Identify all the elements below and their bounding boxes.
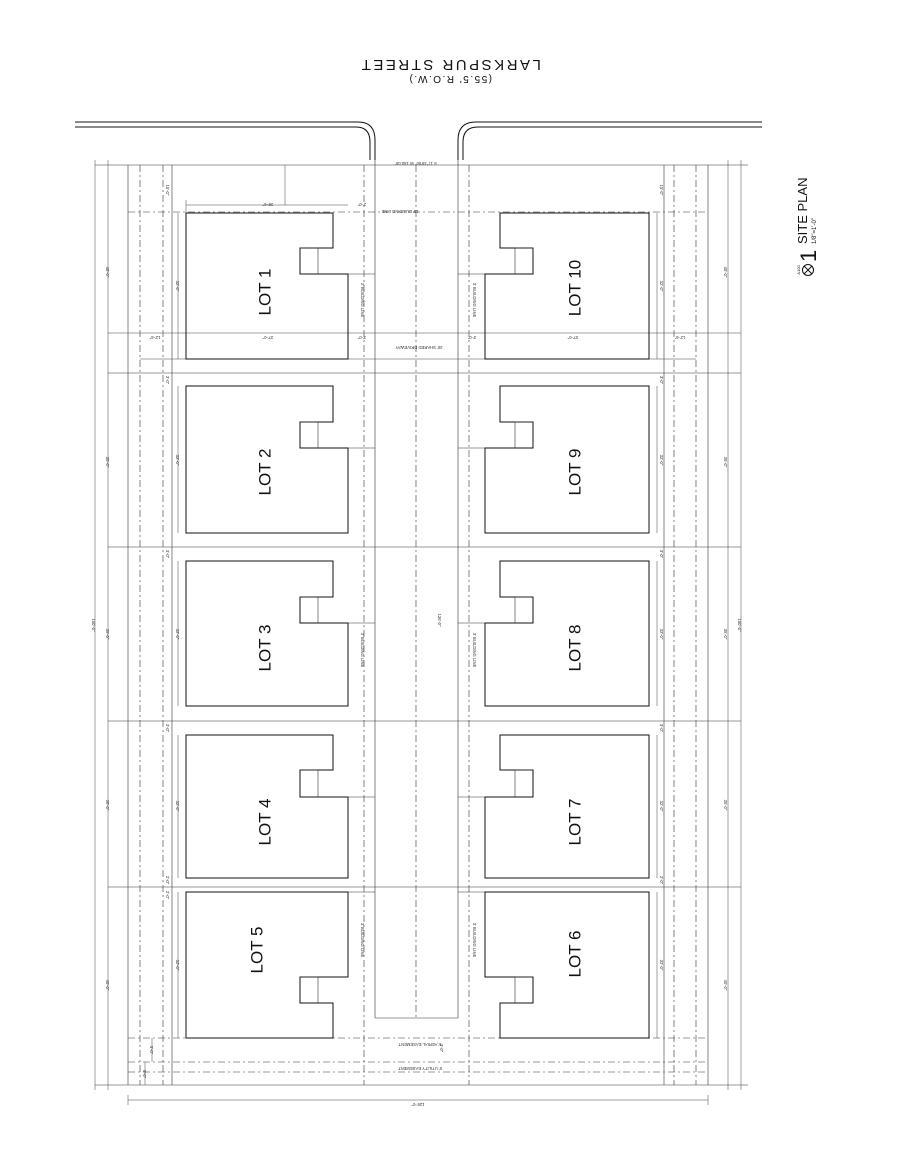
small-b-label: 2'-0" [357,202,366,207]
shared-driveway [363,160,470,1085]
lot6-depth-label: 32'-0" [659,960,664,971]
sheet-ref: A100 [796,265,801,275]
street-row-width: (55.5' R.O.W.) [408,73,492,84]
lot1-pitch-label: 40'-0" [105,267,110,278]
street-name: LARKSPUR STREET [359,56,541,73]
lot-7-label: LOT 7 [565,799,584,846]
utility-easement-label: 5' UTILITY EASEMENT [398,1066,442,1071]
lot-8[interactable]: LOT 8 [458,560,650,707]
front-setback-right-label: 15'-0" [659,185,664,196]
side-building-line-lot5: 3' BUILDING LINE [360,923,365,958]
lot-9[interactable]: LOT 9 [458,385,650,534]
small-a-right-label: 3'-0" [467,335,476,340]
lot7-pitch-label: 35'-0" [723,800,728,811]
lot2-pitch-label: 35'-0" [105,457,110,468]
rear-setback-label: 5'-0" [149,1046,154,1055]
lot-2-label: LOT 2 [255,449,274,496]
lot10-depth-label: 32'-0" [659,281,664,292]
lot-8-label: LOT 8 [565,625,584,672]
lot-3[interactable]: LOT 3 [185,560,375,707]
lot-4-label: LOT 4 [255,799,274,846]
lot10-pitch-label: 40'-0" [723,267,728,278]
side-building-line-lot8: 3' BUILDING LINE [472,633,477,668]
title-block: A100 1 SITE PLAN 1/8"=1'-0" [795,178,821,276]
aerial-easement-label: 5' AERIAL EASEMENT [398,1042,441,1047]
lot7-depth-label: 32'-0" [659,801,664,812]
street-curb [75,121,762,160]
lot-division-lines [108,332,741,888]
side-building-line-lot10: 3' BUILDING LINE [472,283,477,318]
lot-gap-label-3: 3'-0" [165,724,170,733]
lot6-pitch-label: 40'-0" [723,980,728,991]
lot-gap-right-3: 3'-0" [659,724,664,733]
lot-gap-label-1: 3'-0" [165,376,170,385]
overall-depth-right-label: 150'-0" [737,619,742,633]
lot-10-label: LOT 10 [565,260,584,316]
lot-2[interactable]: LOT 2 [185,385,375,534]
lot1-depth-label: 32'-0" [175,281,180,292]
lot3-pitch-label: 35'-0" [105,629,110,640]
lot-3-label: LOT 3 [255,625,274,672]
front-building-line-label: 15' BUILDING LINE [381,209,418,214]
title-number: 1 [796,250,821,262]
lot-gap-right-2: 3'-0" [659,550,664,559]
lot5-pitch-label: 40'-0" [105,980,110,991]
lot-gap-right-1: 3'-0" [659,376,664,385]
lot5-depth-label: 32'-0" [175,960,180,971]
overall-width-label: 125'-0" [411,1102,425,1107]
title-scale: 1/8"=1'-0" [812,218,818,244]
section-marker-icon [802,264,814,276]
lot-1[interactable]: LOT 1 [185,212,375,360]
title-text: SITE PLAN [795,178,810,244]
lot-7[interactable]: LOT 7 [458,734,650,879]
lot8-depth-label: 32'-0" [659,629,664,640]
garage-width-label: 37'-0" [262,335,273,340]
lot-10[interactable]: LOT 10 [458,212,650,360]
property-lines [94,160,748,1105]
house-width-label: 39'-6" [262,202,273,207]
lot-1-label: LOT 1 [255,269,274,316]
shared-driveway-label: 20' SHARED DRIVEWAY [395,345,442,350]
lot-5[interactable]: LOT 5 [185,891,375,1039]
lot-4[interactable]: LOT 4 [185,734,375,879]
lot9-pitch-label: 35'-0" [723,457,728,468]
lot-5-label: LOT 5 [247,927,266,974]
lot-9-label: LOT 9 [565,449,584,496]
lot-dimension-lines [144,165,658,1085]
rear-utility-label: 5'-0" [142,1070,147,1079]
lot2-depth-label: 32'-0" [175,455,180,466]
misc-a-right-label: 12'-6" [674,335,685,340]
small-a-label: 3'-0" [357,335,366,340]
lot-gap-right-4: 2'-0" [659,876,664,885]
plan-annotations: S 17°49'00" W 150.00' 15' BUILDING LINE … [91,161,742,1107]
driveway-length-label: 136'-0" [437,614,442,628]
lot-gap-label-4: 2'-0" [165,876,170,885]
lot-6[interactable]: LOT 6 [458,891,650,1039]
lot9-depth-label: 32'-0" [659,455,664,466]
side-building-line-lot1: 3' BUILDING LINE [360,283,365,318]
small-b-easement-label: 2'-0" [439,1044,444,1053]
side-building-line-lot3: 3' BUILDING LINE [360,633,365,668]
lot-gap-label-5: 2'-0" [165,891,170,900]
garage-width-right-label: 37'-0" [567,335,578,340]
bearing-label: S 17°49'00" W 150.00' [395,161,437,166]
lot4-pitch-label: 35'-0" [105,800,110,811]
misc-a-label: 12'-6" [149,335,160,340]
street-header: LARKSPUR STREET (55.5' R.O.W.) [359,56,541,84]
overall-depth-label: 150'-0" [91,619,96,633]
side-building-line-lot6: 3' BUILDING LINE [472,923,477,958]
lot-gap-label-2: 3'-0" [165,550,170,559]
front-setback-label: 15'-0" [165,185,170,196]
lot8-pitch-label: 35'-0" [723,629,728,640]
lot4-depth-label: 32'-0" [175,801,180,812]
lot-6-label: LOT 6 [565,931,584,978]
lot3-depth-label: 32'-0" [175,629,180,640]
